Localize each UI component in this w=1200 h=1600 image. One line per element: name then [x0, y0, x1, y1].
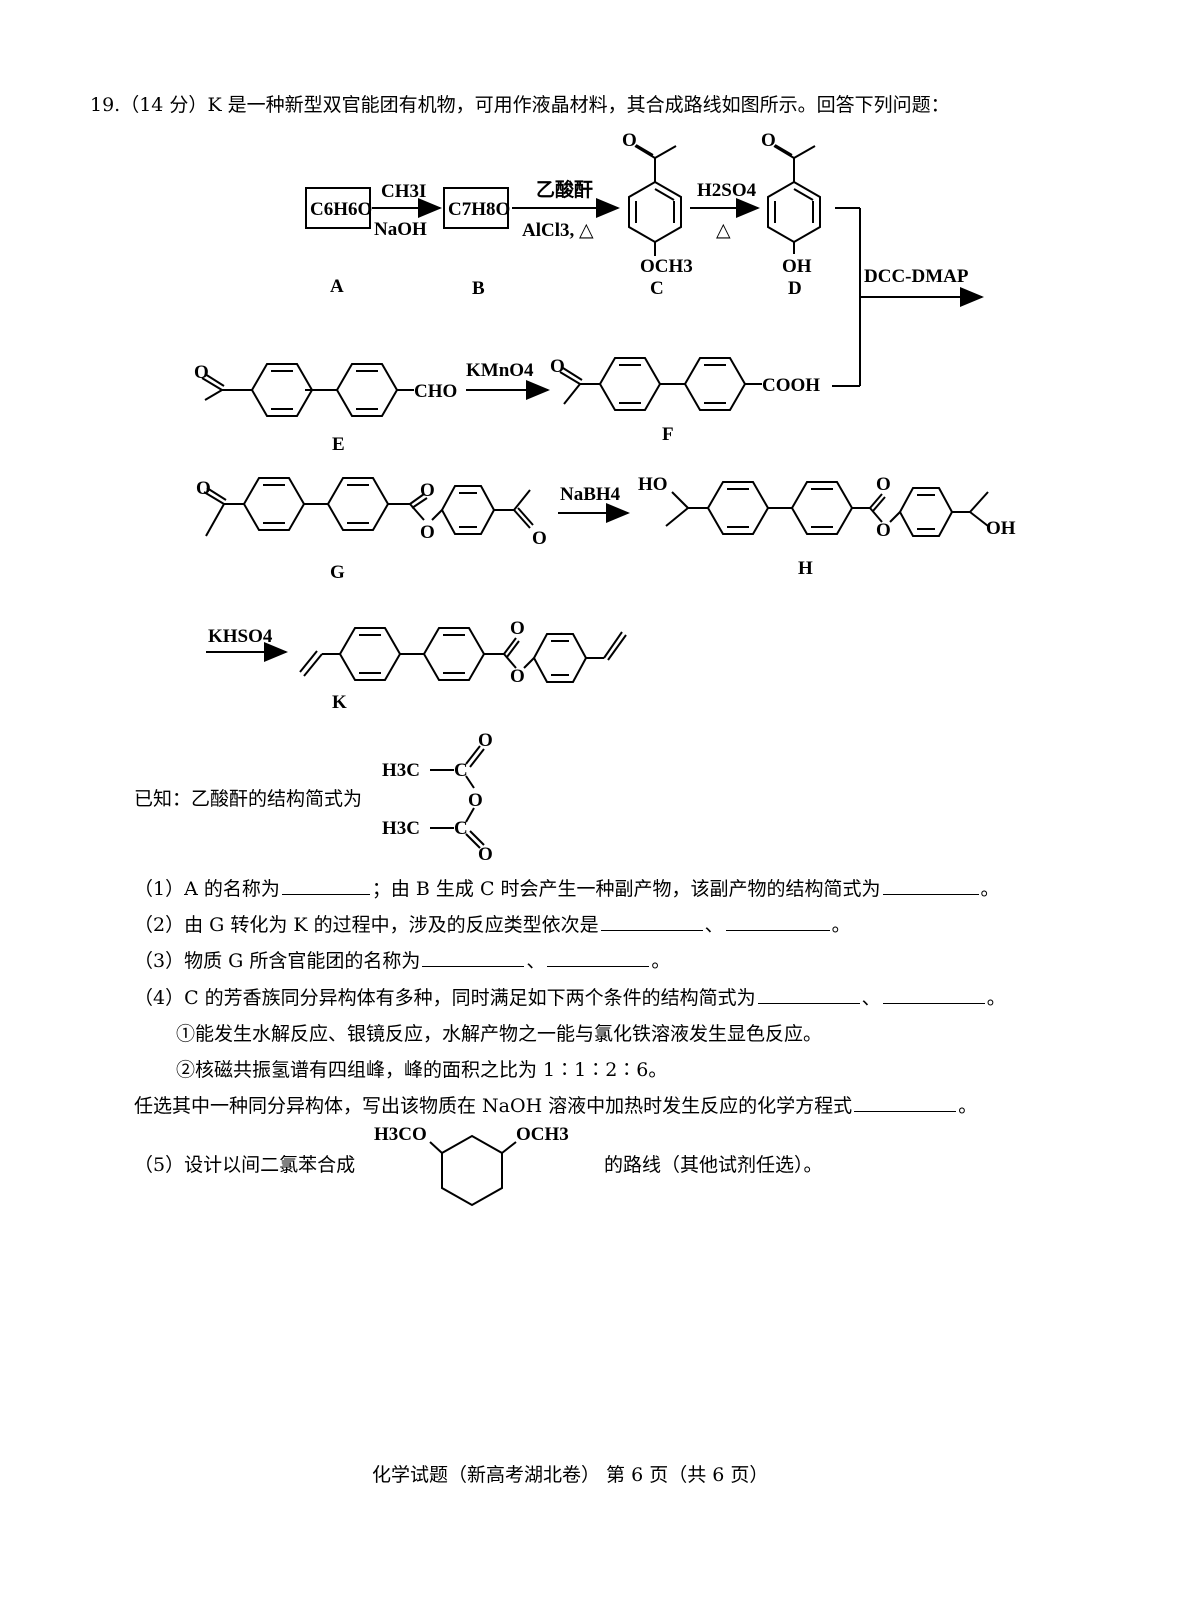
- compound-f-oxygen: O: [550, 356, 565, 377]
- question-intro: K 是一种新型双官能团有机物，可用作液晶材料，其合成路线如图所示。回答下列问题：: [207, 94, 950, 116]
- compound-k-label: K: [332, 692, 347, 713]
- q4-text-a: （4）C 的芳香族同分异构体有多种，同时满足如下两个条件的结构简式为: [134, 987, 756, 1009]
- compound-f-group: COOH: [762, 375, 820, 396]
- subquestion-4: （4）C 的芳香族同分异构体有多种，同时满足如下两个条件的结构简式为 、 。: [134, 985, 1006, 1011]
- known-text: 已知：乙酸酐的结构简式为: [134, 788, 363, 810]
- compound-b-label: B: [472, 278, 485, 299]
- compound-b-formula: C7H8O: [448, 199, 510, 220]
- c-top: C: [454, 760, 468, 781]
- reagent-h2so4: H2SO4: [697, 180, 757, 201]
- condition-2: ②核磁共振氢谱有四组峰，峰的面积之比为 1∶1∶2∶6。: [176, 1059, 668, 1081]
- compound-g-oxygen-1: O: [196, 478, 211, 499]
- compound-a-box: [305, 187, 371, 229]
- acetic-anhydride-structure: H3C C O O H3C C O: [382, 730, 493, 860]
- subquestion-5a: （5）设计以间二氯苯合成: [134, 1154, 356, 1176]
- q4-text-d: 任选其中一种同分异构体，写出该物质在 NaOH 溶液中加热时发生反应的化学方程式: [134, 1095, 853, 1117]
- q1-text-b: ；由 B 生成 C 时会产生一种副产物，该副产物的结构简式为: [371, 878, 881, 900]
- target-right-group: OCH3: [516, 1124, 569, 1145]
- compound-g-oxygen-2: O: [420, 480, 435, 501]
- condition-1: ①能发生水解反应、银镜反应，水解产物之一能与氯化铁溶液发生显色反应。: [176, 1023, 823, 1045]
- compound-f-structure: [559, 357, 762, 411]
- q2-blank-1[interactable]: [600, 912, 703, 931]
- question-header: 19.（14 分）K 是一种新型双官能团有机物，可用作液晶材料，其合成路线如图所…: [90, 92, 950, 118]
- compound-h-label: H: [798, 558, 813, 579]
- compound-h-group-right: OH: [986, 518, 1016, 539]
- reagent-naoh: NaOH: [374, 219, 427, 240]
- compound-c-label: C: [650, 278, 664, 299]
- q2-text-b: 、: [704, 914, 724, 936]
- compound-g-label: G: [330, 562, 345, 583]
- q2-text-a: （2）由 G 转化为 K 的过程中，涉及的反应类型依次是: [134, 914, 599, 936]
- q1-text-a: （1）A 的名称为: [134, 878, 280, 900]
- subquestion-2: （2）由 G 转化为 K 的过程中，涉及的反应类型依次是 、 。: [134, 912, 851, 938]
- compound-f-label: F: [662, 424, 674, 445]
- reagent-nabh4: NaBH4: [560, 484, 621, 505]
- h3c-bottom: H3C: [382, 818, 420, 839]
- question-number: 19.: [90, 94, 121, 116]
- reagent-heat: △: [716, 220, 731, 241]
- q4-text-e: 。: [958, 1095, 978, 1117]
- o-bottom: O: [478, 844, 493, 860]
- compound-a-formula: C6H6O: [310, 199, 372, 220]
- subquestion-5b: 的路线（其他试剂任选）。: [604, 1154, 823, 1176]
- q3-blank-2[interactable]: [547, 948, 650, 967]
- compound-c-oxygen: O: [622, 130, 637, 151]
- subquestion-1: （1）A 的名称为 ；由 B 生成 C 时会产生一种副产物，该副产物的结构简式为 。: [134, 876, 1000, 902]
- compound-c-structure: [628, 144, 682, 256]
- q3-blank-1[interactable]: [422, 948, 525, 967]
- reagent-acetic-anhydride: 乙酸酐: [536, 178, 593, 201]
- target-molecule-structure: H3CO OCH3: [374, 1124, 569, 1207]
- compound-e-label: E: [332, 434, 345, 455]
- o-bridge: O: [468, 790, 483, 811]
- reagent-alcl3: AlCl3, △: [522, 220, 594, 241]
- subquestion-3: （3）物质 G 所含官能团的名称为 、 。: [134, 948, 670, 974]
- q1-blank-2[interactable]: [882, 876, 979, 895]
- compound-g-oxygen-4: O: [532, 528, 547, 549]
- compound-h-oxygen-1: O: [876, 474, 891, 495]
- q3-text-a: （3）物质 G 所含官能团的名称为: [134, 950, 421, 972]
- q1-blank-1[interactable]: [281, 876, 370, 895]
- compound-b-box: [443, 187, 509, 229]
- compound-k-oxygen-1: O: [510, 618, 525, 639]
- q1-text-c: 。: [980, 878, 1000, 900]
- compound-g-structure: [203, 477, 534, 537]
- q3-text-c: 。: [651, 950, 671, 972]
- compound-k-structure: [299, 627, 627, 683]
- q4-blank-2[interactable]: [882, 985, 985, 1004]
- compound-e-group: CHO: [414, 381, 457, 402]
- compound-h-oxygen-2: O: [876, 520, 891, 541]
- compound-a-label: A: [330, 276, 344, 297]
- compound-d-substituent: OH: [782, 256, 812, 277]
- subquestion-4-equation: 任选其中一种同分异构体，写出该物质在 NaOH 溶液中加热时发生反应的化学方程式…: [134, 1093, 977, 1119]
- compound-g-oxygen-3: O: [420, 522, 435, 543]
- o-top: O: [478, 730, 493, 751]
- h3c-top: H3C: [382, 760, 420, 781]
- compound-d-label: D: [788, 278, 802, 299]
- reagent-kmno4: KMnO4: [466, 360, 534, 381]
- c-bottom: C: [454, 818, 468, 839]
- reagent-dcc-dmap: DCC-DMAP: [864, 266, 969, 287]
- q2-text-c: 。: [831, 914, 851, 936]
- synthesis-scheme: C6H6O C7H8O CH3I NaOH 乙酸酐 AlCl3, △ H2SO4…: [194, 130, 1016, 713]
- q2-blank-2[interactable]: [725, 912, 830, 931]
- compound-d-structure: [767, 144, 821, 254]
- compound-h-structure: [665, 481, 989, 537]
- reagent-ch3i: CH3I: [381, 181, 426, 202]
- question-score: （14 分）: [120, 94, 208, 116]
- q3-text-b: 、: [526, 950, 546, 972]
- compound-c-substituent: OCH3: [640, 256, 693, 277]
- q4-text-b: 、: [861, 987, 881, 1009]
- compound-e-oxygen: O: [194, 362, 209, 383]
- target-left-group: H3CO: [374, 1124, 427, 1145]
- q4-blank-3[interactable]: [854, 1093, 957, 1112]
- compound-d-oxygen: O: [761, 130, 776, 151]
- page-footer: 化学试题（新高考湖北卷） 第 6 页（共 6 页）: [372, 1464, 769, 1486]
- compound-h-group-left: HO: [638, 474, 668, 495]
- reagent-khso4: KHSO4: [208, 626, 273, 647]
- q4-blank-1[interactable]: [757, 985, 860, 1004]
- compound-k-oxygen-2: O: [510, 666, 525, 687]
- compound-e-structure: [201, 363, 414, 417]
- q4-text-c: 。: [986, 987, 1006, 1009]
